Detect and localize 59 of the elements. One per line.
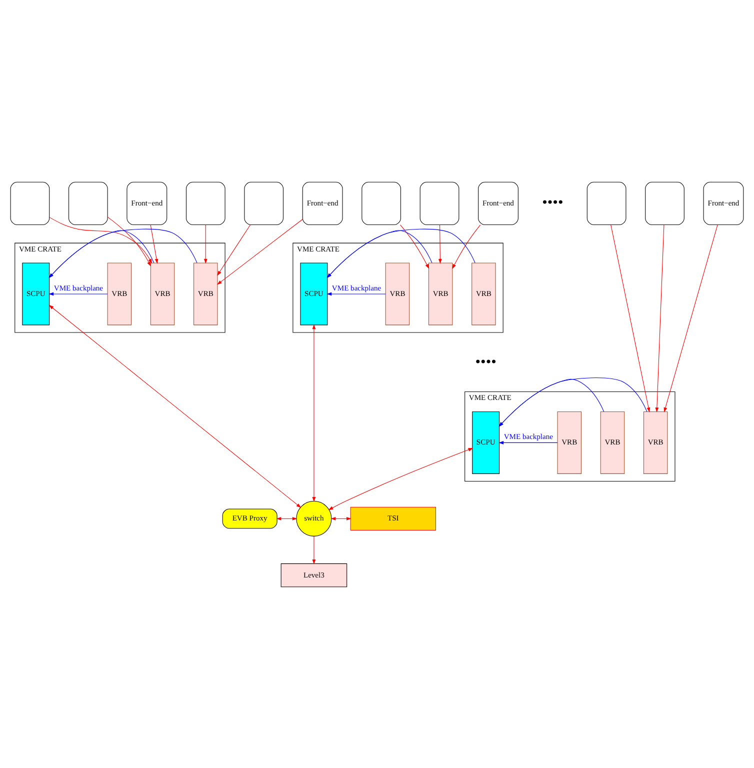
node-box: EVB Proxy — [222, 508, 278, 528]
arrow — [498, 378, 604, 426]
node-box: SCPU — [300, 262, 328, 325]
node-box — [10, 181, 50, 224]
arrow — [655, 224, 664, 412]
label: •••• — [542, 194, 564, 211]
arrow — [312, 324, 316, 502]
arrow — [326, 230, 432, 278]
node-box — [420, 181, 460, 224]
arrow — [48, 292, 108, 296]
node-box — [68, 181, 108, 224]
arrow — [48, 230, 154, 278]
node-box: Level3 — [280, 562, 348, 587]
edge-label: VME backplane — [332, 282, 382, 292]
node-box: Front−end — [478, 181, 518, 224]
node-box: Front−end — [126, 181, 168, 224]
edge-label: VME backplane — [54, 282, 104, 292]
arrow — [498, 377, 648, 426]
arrow — [452, 224, 481, 269]
arrow — [326, 228, 476, 278]
edge-label: VME backplane — [504, 432, 553, 441]
arrow — [312, 536, 316, 564]
arrow — [217, 224, 251, 276]
arrow — [204, 224, 208, 264]
node-box: VRB — [107, 262, 132, 325]
node-box: Front−end — [703, 181, 744, 224]
arrow — [107, 216, 151, 266]
node-box: SCPU — [472, 410, 500, 474]
label: •••• — [475, 354, 496, 370]
arrow — [330, 516, 352, 520]
arrow — [610, 224, 650, 412]
arrow — [328, 448, 474, 510]
arrow — [48, 228, 198, 278]
node-box: VRB — [428, 262, 453, 325]
arrow — [438, 224, 442, 264]
node-box — [586, 181, 626, 224]
arrow — [664, 224, 718, 412]
arrow — [326, 292, 386, 296]
arrow — [498, 440, 558, 444]
node-box: VRB — [150, 262, 175, 325]
arrow — [48, 304, 302, 508]
arrow — [49, 216, 152, 264]
node-box: VRB — [385, 262, 410, 325]
arrow — [216, 218, 303, 284]
node-box — [186, 181, 226, 224]
node-box — [645, 181, 684, 224]
node-box: TSI — [350, 506, 436, 530]
node-box: VRB — [557, 410, 582, 474]
arrow — [150, 224, 158, 264]
node-box: Front−end — [302, 181, 343, 224]
node-box: VRB — [643, 410, 668, 474]
node-box: VRB — [472, 262, 496, 325]
node-box — [244, 181, 284, 224]
node-box: VRB — [194, 262, 218, 325]
arrow — [400, 224, 430, 268]
node-box — [362, 181, 401, 224]
node-box: VRB — [600, 410, 625, 474]
node-box: SCPU — [22, 262, 50, 325]
arrow — [276, 516, 298, 520]
